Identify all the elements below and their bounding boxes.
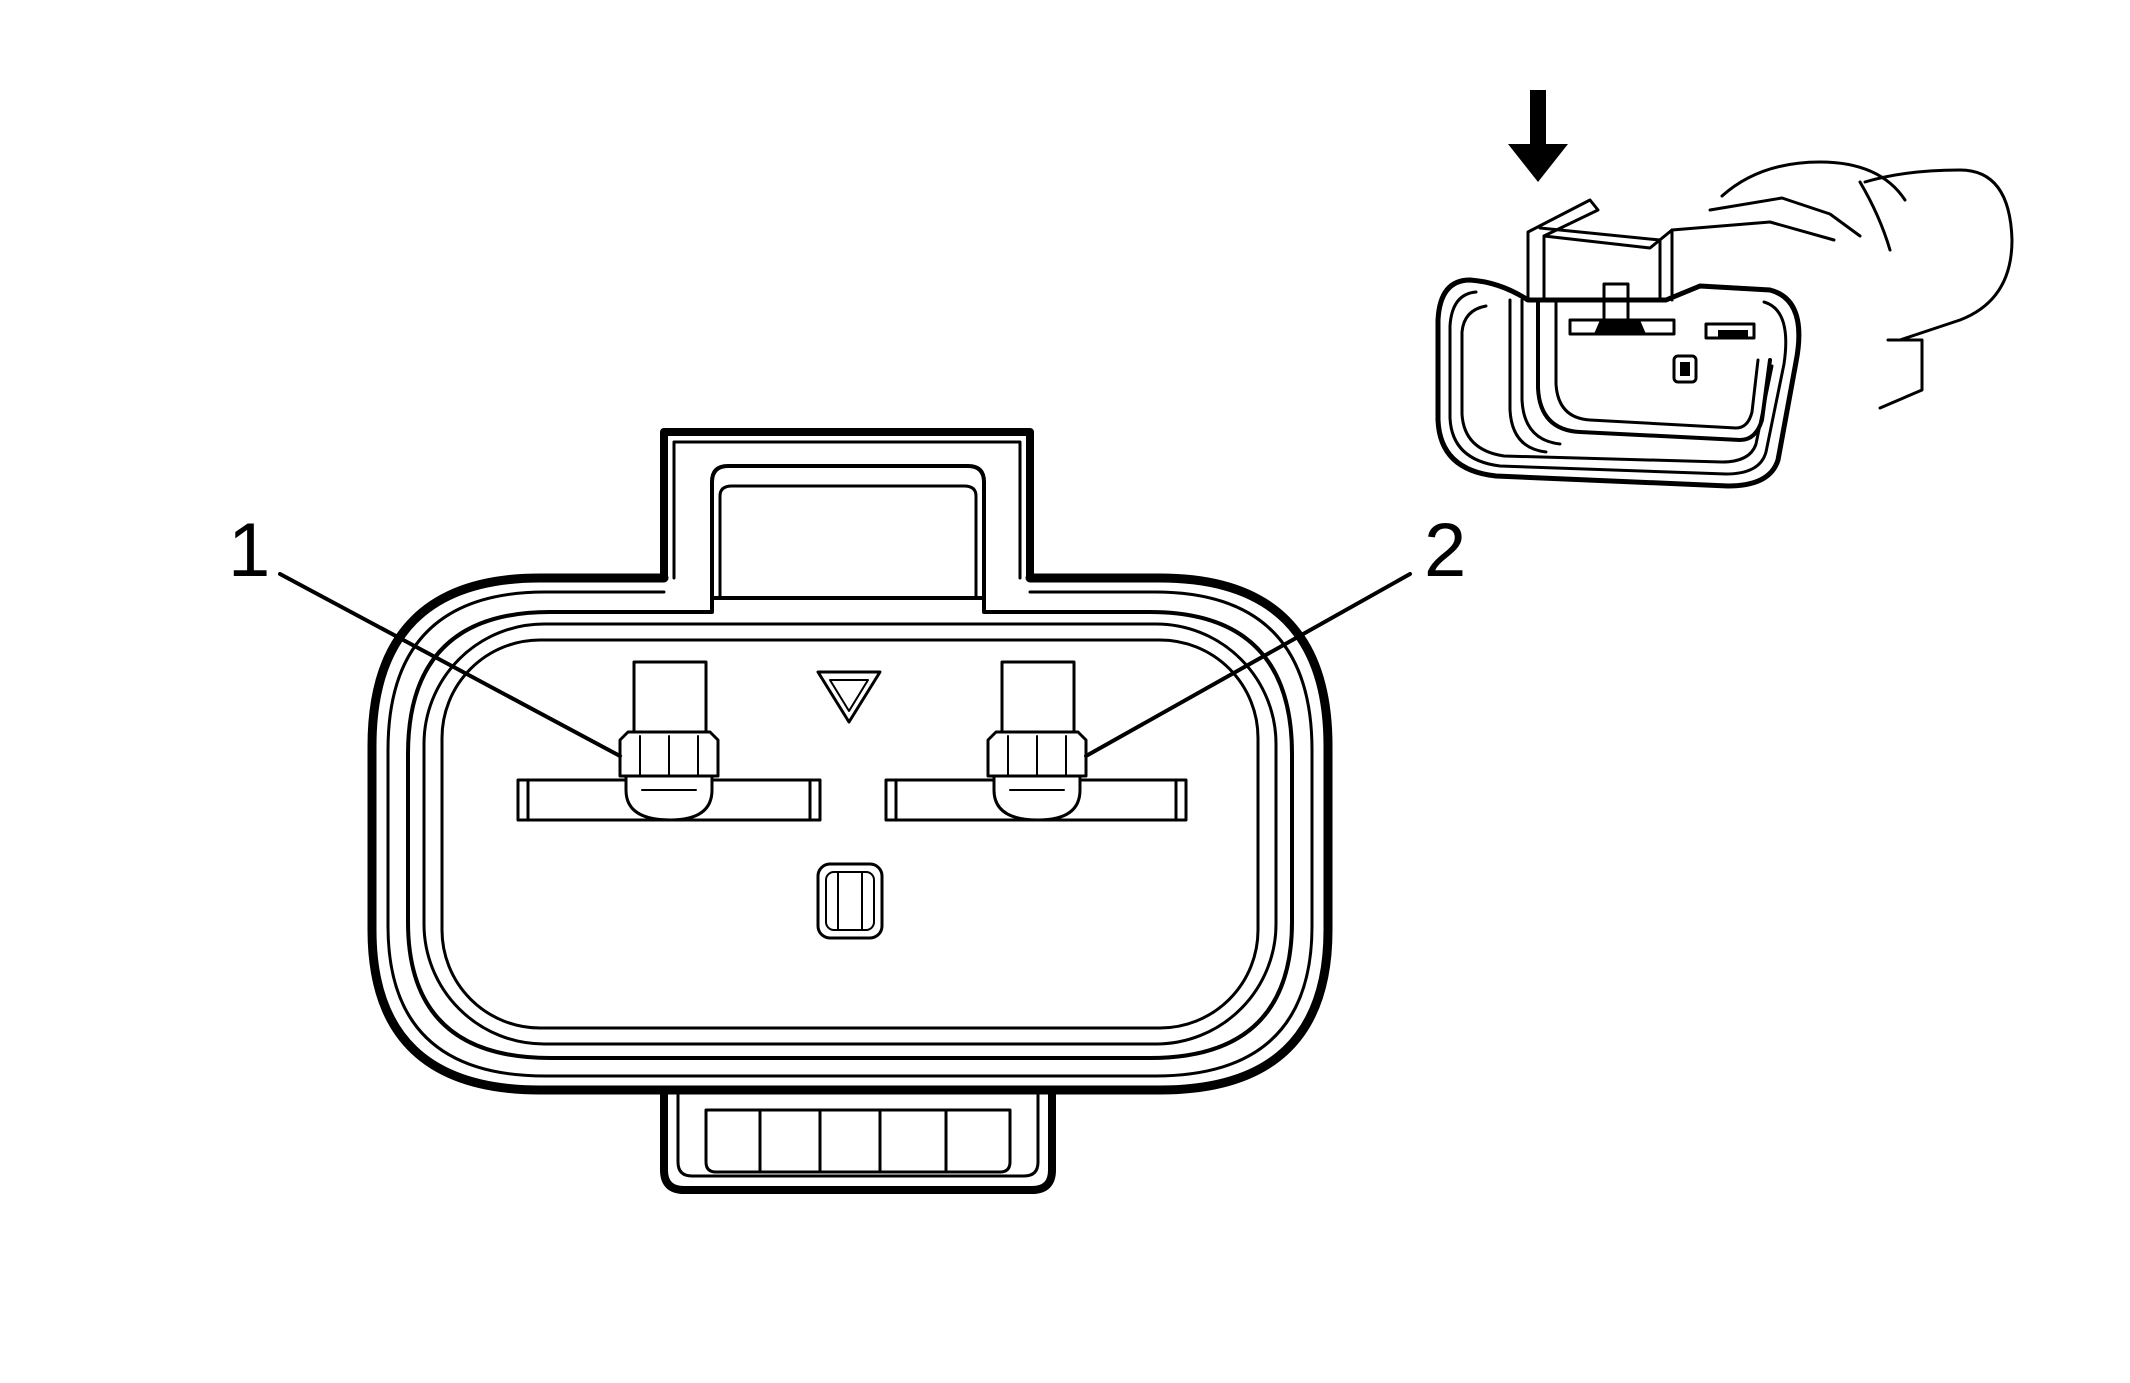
rear-cable-top	[1858, 180, 1892, 252]
top-rib-lower	[1670, 220, 1836, 242]
bottom-latch-center	[818, 1108, 882, 1174]
inset-housing-ring-2	[1460, 304, 1774, 464]
cavity-label-2: 2	[1424, 508, 1466, 593]
inset-cavity-face-inner	[1554, 300, 1760, 430]
terminal-1-tip	[624, 774, 714, 822]
inset-latch	[1526, 198, 1600, 302]
down-arrow-icon	[1508, 90, 1568, 182]
inset-lock-slot-fill	[1680, 362, 1690, 376]
terminal-2	[884, 660, 1188, 822]
terminal-2-post	[1000, 660, 1076, 738]
top-lock-tab-window	[710, 464, 986, 600]
top-rib	[1708, 196, 1862, 238]
top-lock-tab-window-inner	[718, 484, 978, 598]
housing-ring-2	[386, 590, 1314, 1078]
connector-3d-view-icon	[1435, 90, 2014, 489]
inset-cavity-wall-2	[1520, 298, 1562, 446]
inset-terminal-1-fill	[1594, 320, 1646, 334]
rear-body	[1720, 160, 1907, 202]
housing-outer	[367, 573, 1333, 1095]
triangle-polarity-icon	[816, 670, 882, 724]
bottom-latch	[660, 1086, 1056, 1194]
inset-housing-ring	[1448, 290, 1788, 476]
bottom-latch-inner	[676, 1092, 1040, 1178]
terminal-2-tip	[992, 774, 1082, 822]
housing-ring-3	[406, 596, 1294, 1060]
top-lock-tab-inner	[672, 440, 1022, 580]
terminal-1	[516, 660, 822, 822]
rear-cable	[1863, 168, 2014, 342]
top-lock-tab	[660, 428, 1034, 582]
rear-body-lower	[1878, 338, 1924, 410]
cavity-face	[440, 638, 1260, 1030]
inset-latch-side	[1538, 226, 1662, 302]
inset-lock-slot	[1672, 354, 1698, 384]
callout-leader-1	[278, 572, 622, 758]
callout-leader-2	[1084, 572, 1412, 758]
inset-terminal-2-fill	[1718, 330, 1748, 338]
inset-cavity-wall	[1508, 298, 1548, 454]
housing-ring-4	[422, 622, 1278, 1046]
terminal-1-post	[632, 660, 708, 738]
inset-cavity-face	[1536, 298, 1772, 442]
connector-face-view: 1 2	[228, 428, 1466, 1194]
cavity-label-1: 1	[228, 508, 270, 593]
bottom-latch-body	[704, 1108, 1012, 1174]
lock-tab-icon	[816, 862, 884, 940]
inset-housing-outer	[1435, 277, 1802, 489]
